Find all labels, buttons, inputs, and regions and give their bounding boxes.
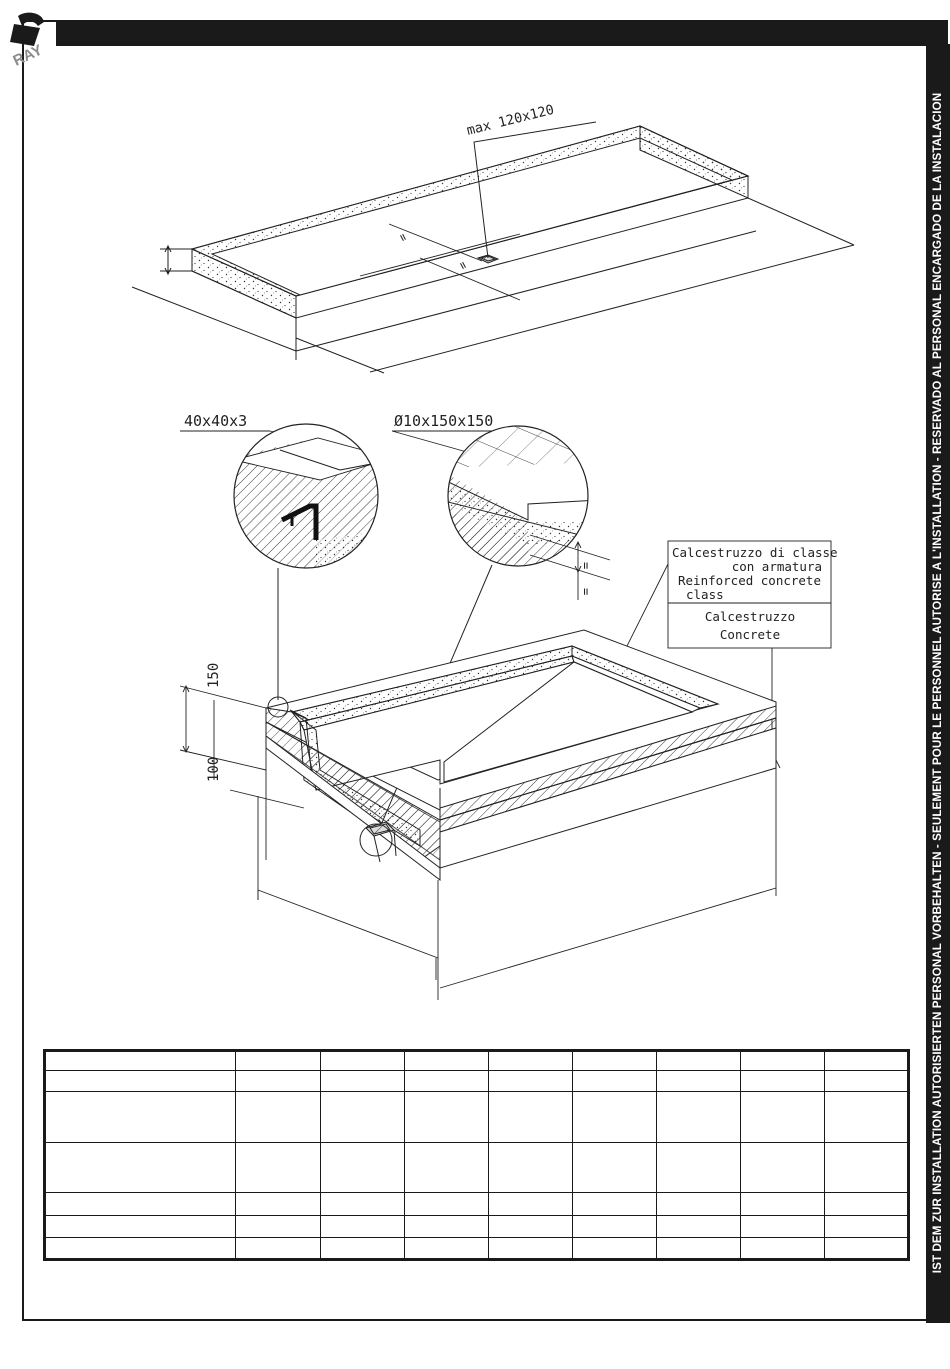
- rebar-mesh-label: Ø10x150x150: [394, 412, 493, 430]
- legend-reinforced-line1: Calcestruzzo di classe: [672, 545, 838, 560]
- legend-reinforced-line3: Reinforced concrete: [678, 573, 821, 588]
- ray-logo: RAY: [10, 12, 45, 68]
- title-bar: [56, 20, 948, 46]
- pit-section-view: [179, 564, 777, 1000]
- table-row: [44, 1141, 909, 1194]
- dim-100-label: 100: [206, 757, 222, 782]
- dim-150-label: 150: [206, 663, 222, 688]
- material-legend: Calcestruzzo di classe con armatura Rein…: [667, 540, 838, 649]
- table-row: [44, 1192, 909, 1216]
- table-row: [44, 1214, 909, 1239]
- table-row: [44, 1070, 909, 1092]
- table-row: [44, 1237, 909, 1260]
- eq-mark-4: =: [579, 588, 593, 595]
- legend-reinforced-line4: class: [686, 587, 724, 602]
- legend-concrete-line2: Concrete: [720, 627, 780, 642]
- table-row: [44, 1049, 909, 1072]
- side-warning-bar: [926, 44, 950, 1323]
- angle-profile-label: 40x40x3: [184, 412, 247, 430]
- top-slab-view: [131, 121, 855, 374]
- table-row: [44, 1090, 909, 1143]
- legend-reinforced-line2: con armatura: [732, 559, 822, 574]
- edge-detail-circle: [233, 423, 379, 569]
- eq-mark-3: =: [579, 562, 593, 569]
- max-opening-label: max 120x120: [465, 102, 556, 139]
- legend-concrete-line1: Calcestruzzo: [705, 609, 795, 624]
- rebar-detail-circle: [447, 425, 589, 567]
- spec-table: [43, 1049, 910, 1261]
- eq-mark-2: =: [455, 259, 471, 272]
